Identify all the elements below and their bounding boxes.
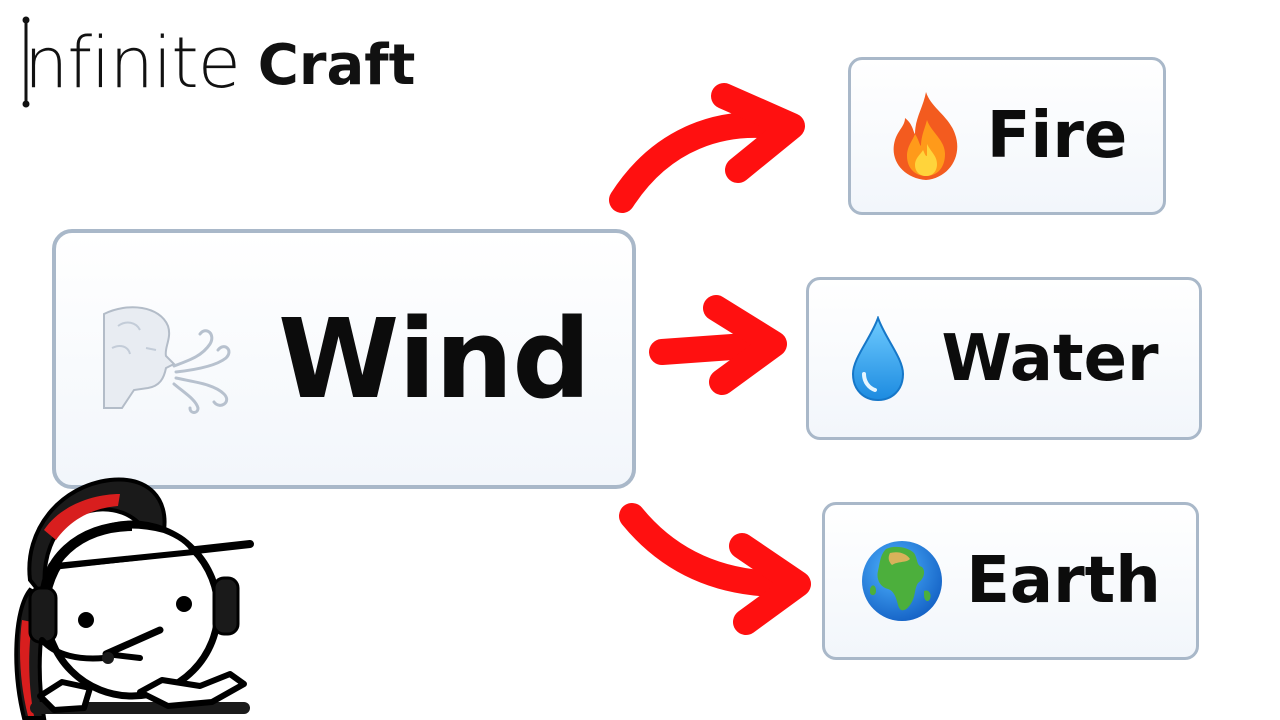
fire-label: Fire bbox=[986, 99, 1128, 173]
infinite-craft-logo: nfinite Craft bbox=[18, 12, 415, 108]
droplet-icon bbox=[852, 315, 905, 401]
earth-element-card[interactable]: Earth bbox=[822, 502, 1199, 660]
wind-element-card[interactable]: Wind bbox=[52, 229, 636, 489]
character-arms-icon bbox=[37, 671, 247, 713]
globe-africa-icon bbox=[862, 541, 943, 621]
earth-label: Earth bbox=[966, 544, 1161, 618]
arrow-to-water-icon bbox=[649, 295, 787, 395]
gamer-mascot-avatar bbox=[14, 477, 254, 720]
water-element-card[interactable]: Water bbox=[806, 277, 1202, 440]
headset-icon bbox=[28, 521, 240, 664]
arrow-to-earth-icon bbox=[619, 503, 811, 635]
arrow-to-fire-icon bbox=[609, 83, 805, 213]
logo-infinite-text: nfinite bbox=[24, 22, 241, 104]
wind-label: Wind bbox=[277, 295, 591, 423]
water-label: Water bbox=[941, 321, 1159, 396]
fire-icon bbox=[893, 92, 957, 180]
text-cursor-icon bbox=[22, 16, 30, 108]
wind-face-icon bbox=[102, 306, 231, 414]
logo-craft-text: Craft bbox=[257, 33, 416, 98]
gaming-chair-icon bbox=[14, 477, 250, 720]
fire-element-card[interactable]: Fire bbox=[848, 57, 1166, 215]
